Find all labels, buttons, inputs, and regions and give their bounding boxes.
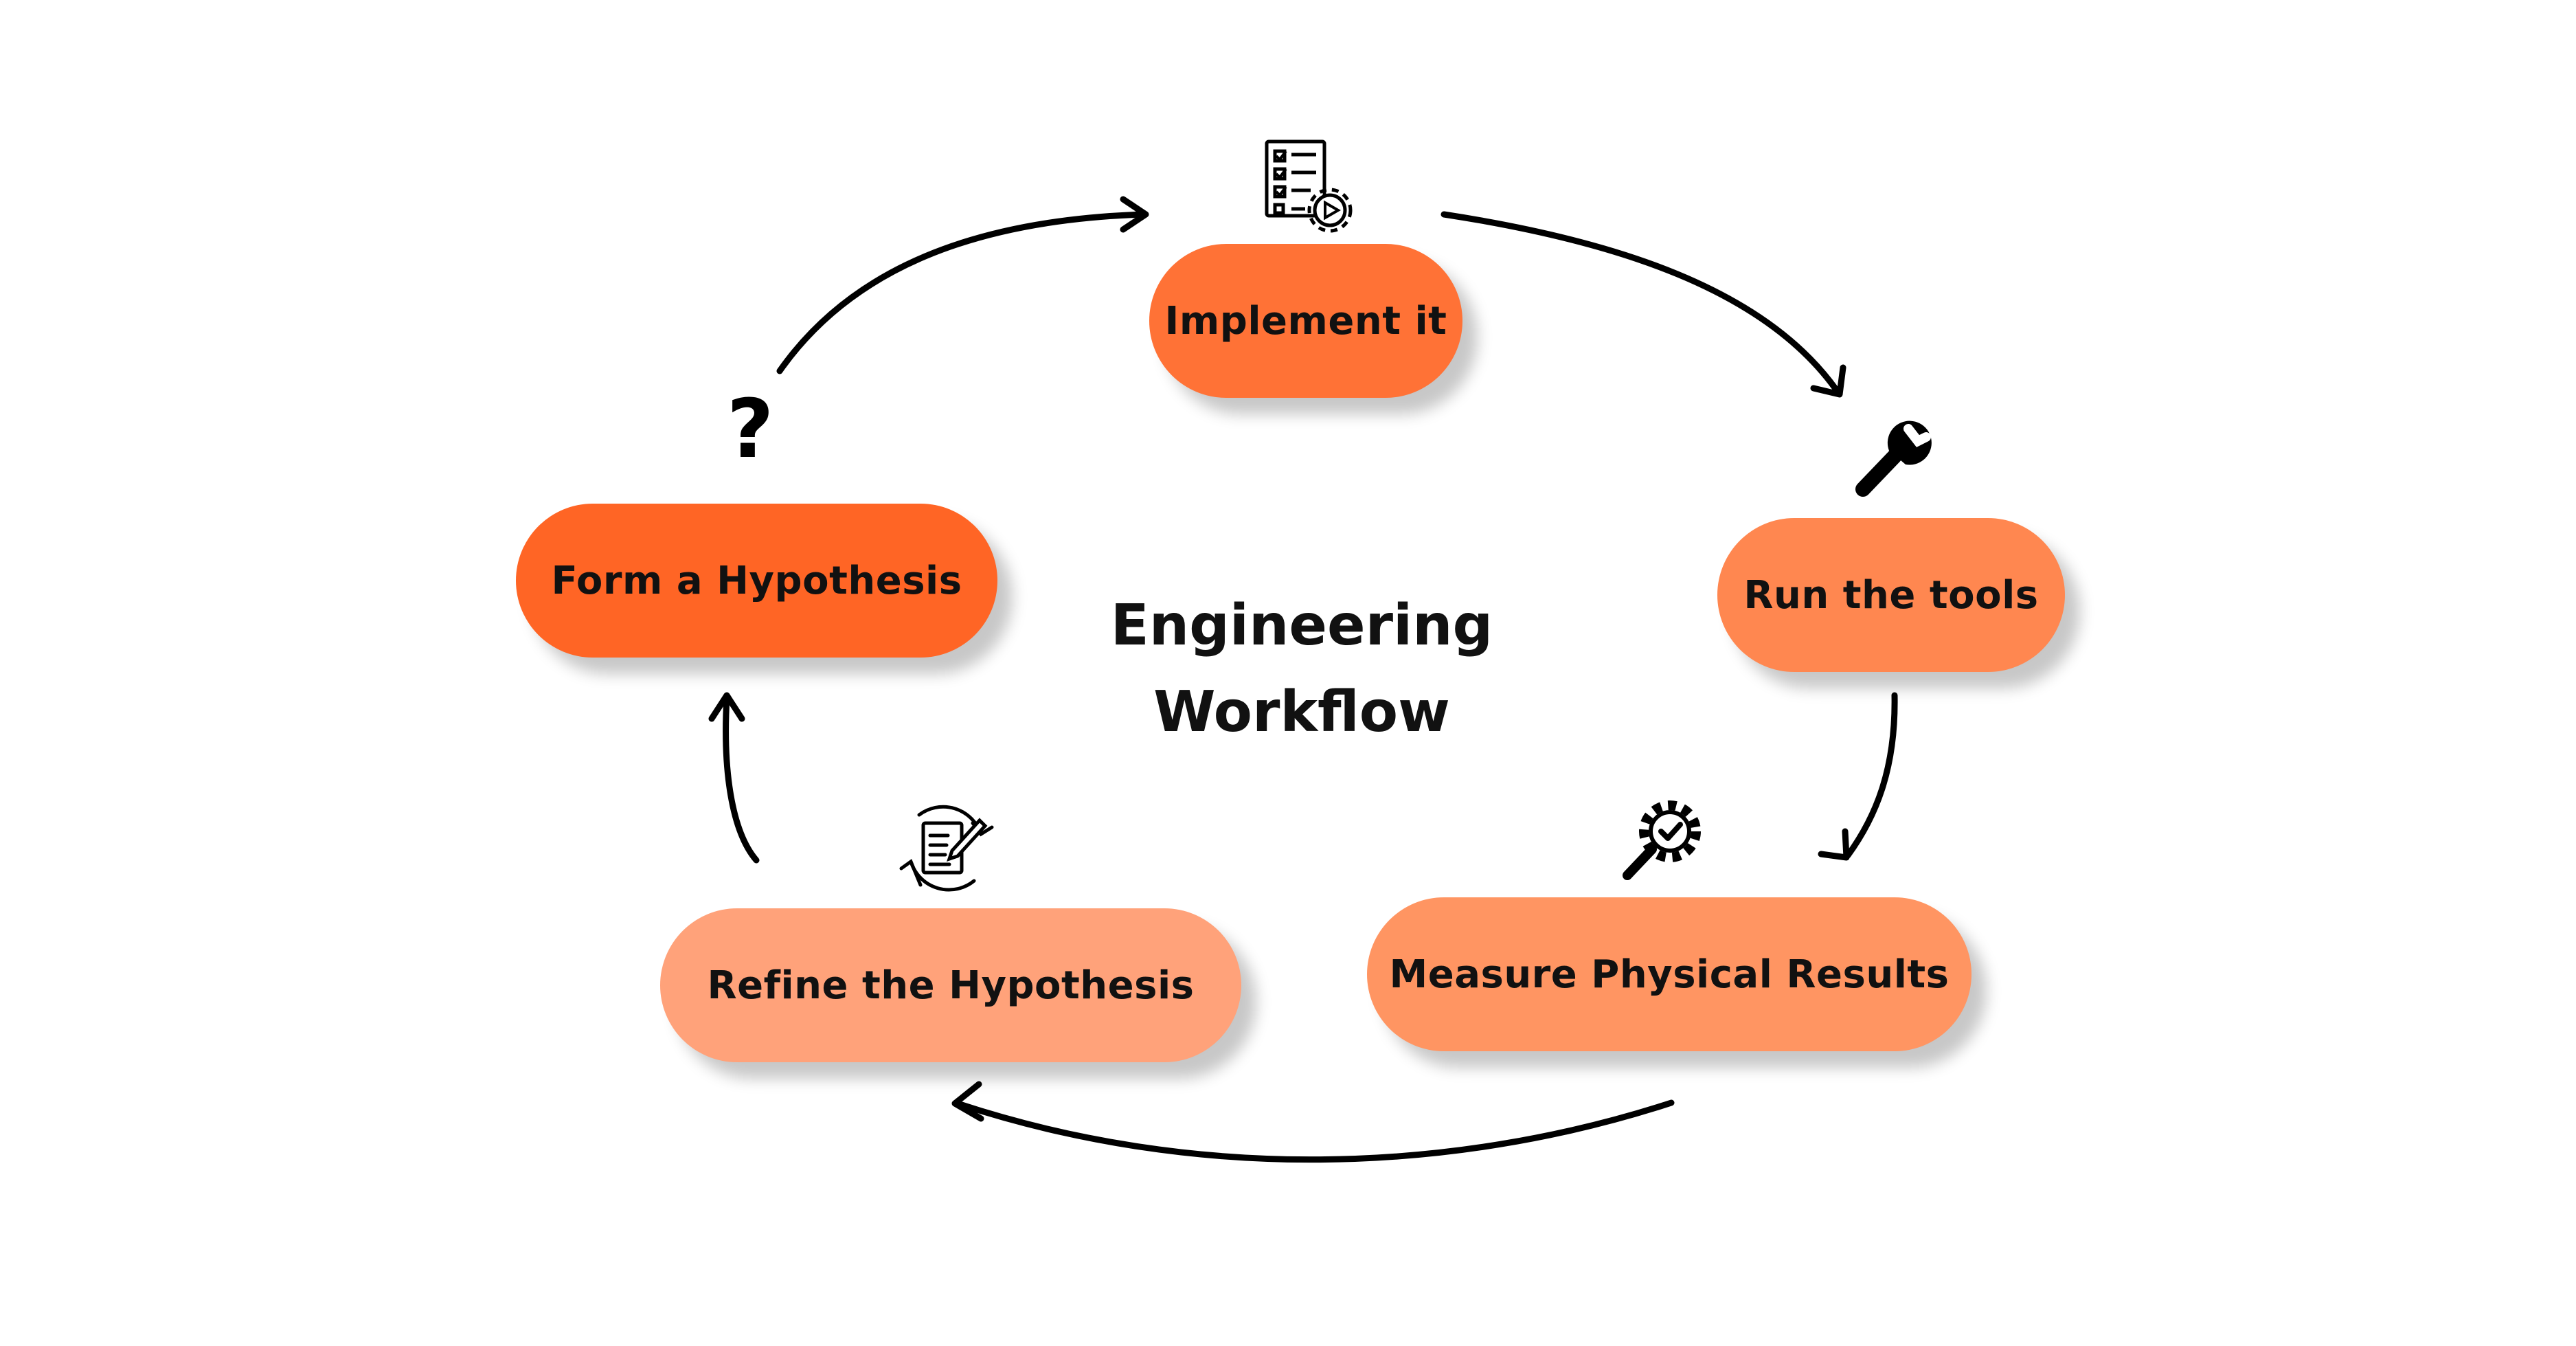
title-line-2: Workflow [1153, 680, 1450, 745]
question-mark-icon: ? [727, 381, 774, 476]
title-line-1: Engineering [1110, 593, 1493, 658]
step-label: Form a Hypothesis [551, 558, 962, 603]
step-label: Implement it [1164, 298, 1447, 344]
arrowhead-measure [1818, 828, 1850, 861]
step-refine-the-hypothesis: Refine the Hypothesis [660, 908, 1241, 1062]
step-run-the-tools: Run the tools [1717, 518, 2065, 672]
document-pencil-refresh-icon [899, 805, 994, 892]
step-label: Refine the Hypothesis [707, 963, 1195, 1008]
diagram-title: Engineering Workflow [1030, 583, 1573, 756]
checklist-play-gear-icon [1265, 139, 1353, 233]
step-label: Measure Physical Results [1389, 952, 1950, 997]
step-implement-it: Implement it [1149, 244, 1462, 398]
arrow-measure-to-refine [954, 1099, 1675, 1163]
arrowhead-refine [951, 1081, 984, 1122]
wrench-icon [1855, 420, 1932, 497]
arrowhead-implement [1120, 196, 1149, 233]
step-form-a-hypothesis: Form a Hypothesis [516, 504, 997, 658]
arrow-run-to-measure [1844, 692, 1898, 859]
arrow-refine-to-form [723, 695, 760, 864]
magnifier-gear-check-icon [1623, 800, 1701, 880]
arrow-form-to-implement [776, 211, 1147, 374]
step-label: Run the tools [1743, 572, 2039, 618]
arrowhead-run [1810, 364, 1846, 398]
arrowhead-form [708, 692, 745, 722]
arrow-implement-to-run [1440, 211, 1841, 395]
step-measure-physical-results: Measure Physical Results [1367, 897, 1971, 1051]
